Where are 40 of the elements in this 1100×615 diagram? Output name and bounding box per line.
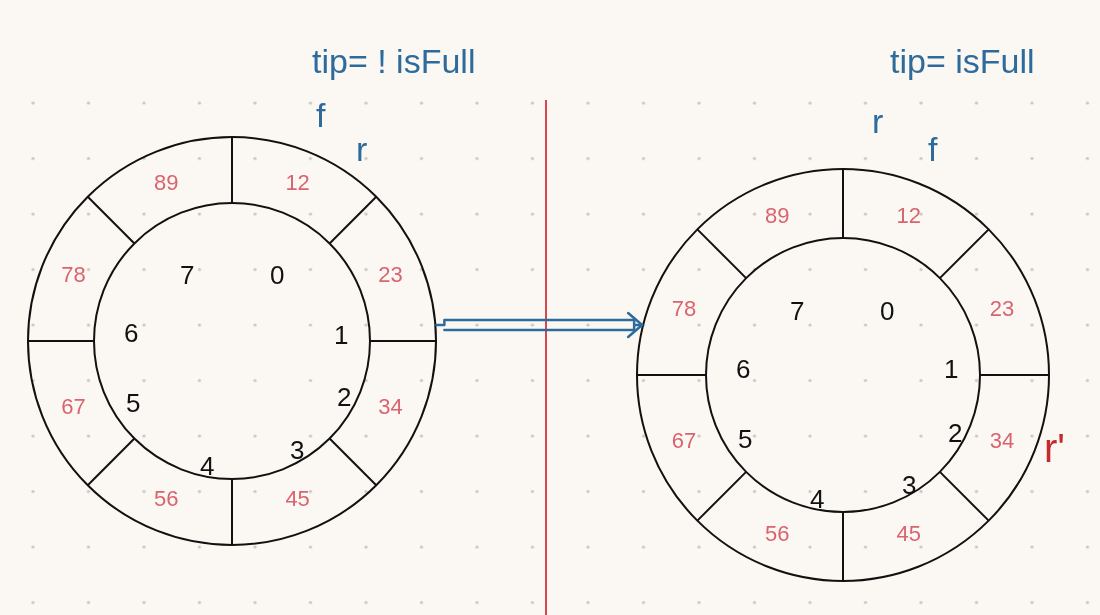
slot-index: 0 <box>270 262 285 288</box>
slot-index: 4 <box>810 486 825 512</box>
slot-index: 2 <box>948 420 963 446</box>
slot-value: 23 <box>989 298 1015 321</box>
slot-value: 34 <box>989 429 1015 452</box>
slot-index: 7 <box>180 262 195 288</box>
slot-value: 45 <box>285 488 310 511</box>
slot-value: 56 <box>154 488 179 511</box>
pointer-label: r <box>356 132 368 166</box>
slot-value: 78 <box>671 298 697 321</box>
pointer-label: f <box>316 98 326 132</box>
slot-index: 1 <box>334 322 349 348</box>
double-arrow <box>435 311 644 339</box>
slot-value: 67 <box>671 429 697 452</box>
slot-value: 45 <box>896 522 922 545</box>
slot-value: 89 <box>764 205 790 228</box>
pointer-label: tip= isFull <box>890 44 1035 78</box>
slot-index: 7 <box>790 298 805 324</box>
slot-value: 12 <box>285 171 310 194</box>
pointer-label: f <box>928 132 938 166</box>
slot-index: 4 <box>200 453 215 479</box>
slot-index: 6 <box>124 320 139 346</box>
slot-value: 89 <box>154 171 179 194</box>
slot-index: 5 <box>738 426 753 452</box>
slot-value: 23 <box>378 264 403 287</box>
slot-index: 3 <box>902 472 917 498</box>
slot-value: 56 <box>764 522 790 545</box>
slot-value: 34 <box>378 395 403 418</box>
slot-index: 2 <box>337 384 352 410</box>
slot-value: 78 <box>61 264 86 287</box>
pointer-label: tip= ! isFull <box>312 44 476 78</box>
slot-index: 6 <box>736 356 751 382</box>
slot-index: 1 <box>944 356 959 382</box>
pointer-label: r <box>872 104 884 138</box>
slot-value: 12 <box>896 205 922 228</box>
slot-index: 3 <box>290 437 305 463</box>
slot-value: 67 <box>61 395 86 418</box>
pointer-label: r' <box>1044 428 1065 468</box>
slot-index: 5 <box>126 390 141 416</box>
slot-index: 0 <box>880 298 895 324</box>
